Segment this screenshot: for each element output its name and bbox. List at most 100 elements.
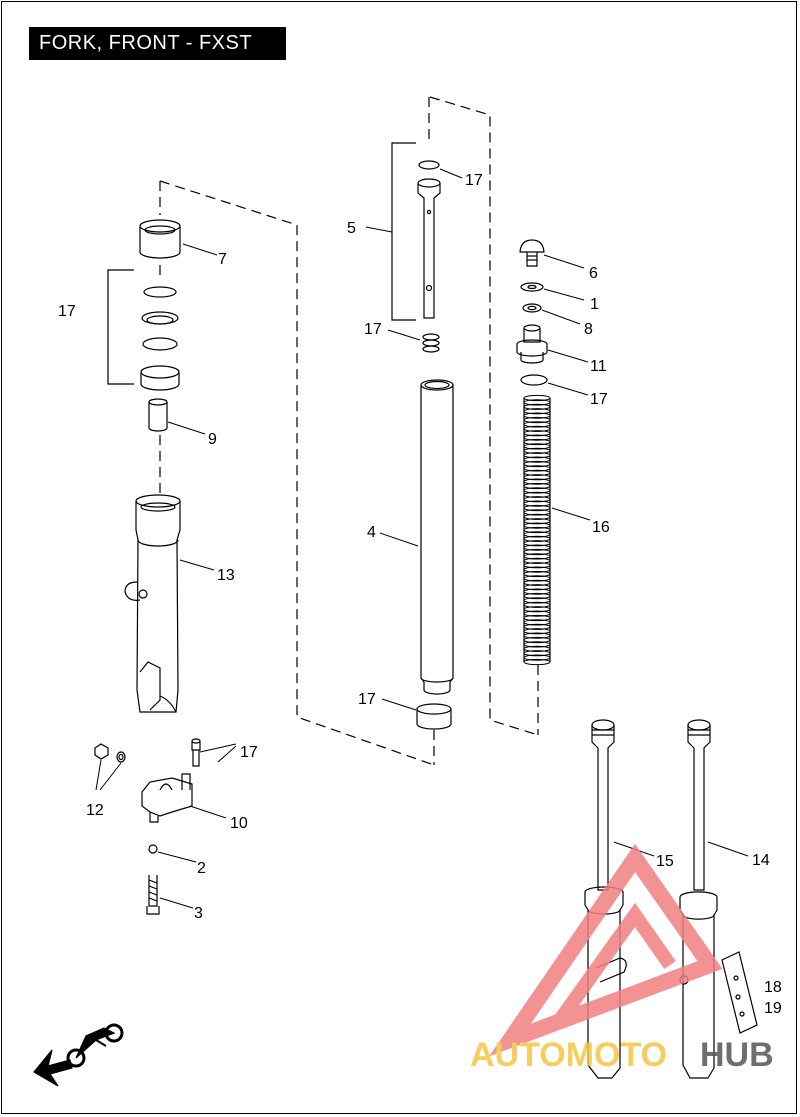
callout-3: 3 — [194, 905, 203, 922]
spring-coil — [523, 614, 551, 622]
part-11-fork-cap — [516, 324, 548, 364]
callout-9: 9 — [208, 431, 217, 448]
spring-coil — [523, 658, 551, 666]
part-1-washer — [520, 282, 544, 292]
callout-13: 13 — [217, 567, 235, 584]
spring-coil — [523, 518, 551, 525]
spring-coil — [523, 408, 551, 415]
callout-17-o-ring: 17 — [590, 391, 608, 408]
spring-coil — [523, 535, 551, 542]
part-17-o-ring — [520, 374, 548, 386]
part-17-small-spring — [422, 333, 440, 353]
callout-7: 7 — [218, 251, 227, 268]
callout-14: 14 — [752, 852, 770, 869]
spring-coil — [523, 597, 551, 604]
spring-coil — [523, 478, 551, 485]
part-17-rings-left — [107, 269, 180, 391]
spring-coil — [523, 623, 551, 630]
spring-coil — [523, 522, 551, 529]
part-6-cap-screw — [519, 239, 545, 267]
part-14-fork-assembly — [679, 719, 718, 1079]
callout-11: 11 — [590, 358, 607, 375]
spring-coil — [523, 513, 551, 520]
assembly-dashed-lines — [159, 96, 539, 766]
part-17-small-screw — [191, 738, 201, 767]
callout-18: 18 — [764, 979, 782, 996]
spring-coil — [523, 504, 551, 512]
spring-coil — [523, 579, 551, 586]
spring-coil — [523, 548, 551, 556]
part-17-lower-bushing — [416, 703, 452, 730]
spring-coil — [523, 566, 551, 573]
spring-coil — [523, 491, 551, 498]
callout-10: 10 — [230, 815, 248, 832]
part-10-axle-clamp — [141, 773, 193, 823]
callout-16: 16 — [592, 519, 610, 536]
spring-coil — [523, 584, 551, 591]
watermark-triangle-inner — [554, 902, 676, 1025]
callout-labels: 1 2 3 4 5 6 7 8 9 10 11 12 13 14 15 16 1… — [58, 172, 782, 1017]
callout-5: 5 — [347, 220, 356, 237]
watermark-text-automoto: AUTOMOTO — [470, 1036, 667, 1074]
part-12-bolt-washer — [94, 743, 126, 763]
spring-coil — [523, 509, 551, 516]
spring-coil — [523, 394, 551, 402]
callout-17-damper-ring: 17 — [465, 172, 483, 189]
spring-coil — [523, 570, 551, 578]
callout-12: 12 — [86, 802, 104, 819]
spring-coil — [523, 588, 551, 595]
spring-coil — [523, 403, 551, 410]
part-4-fork-tube — [420, 379, 454, 695]
spring-coil — [523, 430, 551, 437]
callout-17-screw: 17 — [240, 744, 258, 761]
spring-coil — [523, 632, 551, 639]
spring-coil — [523, 636, 551, 644]
callout-17-small-spring: 17 — [364, 321, 382, 338]
spring-coil — [523, 606, 551, 613]
spring-coil — [523, 496, 551, 503]
spring-coil — [523, 474, 551, 481]
spring-coil — [523, 412, 551, 419]
callout-19: 19 — [764, 1000, 782, 1017]
spring-coil — [523, 540, 551, 547]
watermark-triangle-large — [489, 843, 723, 1057]
spring-coil — [523, 592, 551, 600]
spring-coil — [523, 610, 551, 617]
spring-coil — [523, 601, 551, 608]
spring-coil — [523, 575, 551, 582]
callout-2: 2 — [197, 860, 206, 877]
spring-coil — [523, 645, 551, 652]
spring-coils — [523, 394, 551, 666]
spring-coil — [523, 434, 551, 441]
spring-coil — [523, 465, 551, 472]
callout-8: 8 — [584, 321, 593, 338]
spring-coil — [523, 544, 551, 551]
watermark-text-hub: HUB — [700, 1036, 774, 1074]
leader-lines — [95, 168, 749, 909]
part-9-bushing — [148, 398, 168, 432]
part-16-fork-spring — [523, 398, 551, 662]
spring-coil — [523, 650, 551, 657]
part-8-washer — [522, 303, 542, 313]
part-13-fork-slider — [124, 494, 181, 713]
spring-coil — [523, 654, 551, 661]
page-title: FORK, FRONT - FXST — [29, 27, 286, 60]
spring-coil — [523, 553, 551, 560]
spring-coil — [523, 619, 551, 626]
spring-coil — [523, 447, 551, 454]
callout-6: 6 — [589, 265, 598, 282]
spring-coil — [523, 557, 551, 564]
spring-coil — [523, 438, 551, 446]
spring-coil — [523, 562, 551, 569]
part-5-damper-tube — [391, 142, 441, 321]
spring-coil — [523, 641, 551, 648]
spring-coil — [523, 421, 551, 428]
part-18-19-decal — [721, 951, 758, 1034]
callout-17-left-rings: 17 — [58, 303, 76, 320]
part-3-bolt — [146, 875, 160, 915]
spring-coil — [523, 443, 551, 450]
watermark: AUTOMOTO HUB — [470, 843, 774, 1074]
spring-coil — [523, 487, 551, 494]
